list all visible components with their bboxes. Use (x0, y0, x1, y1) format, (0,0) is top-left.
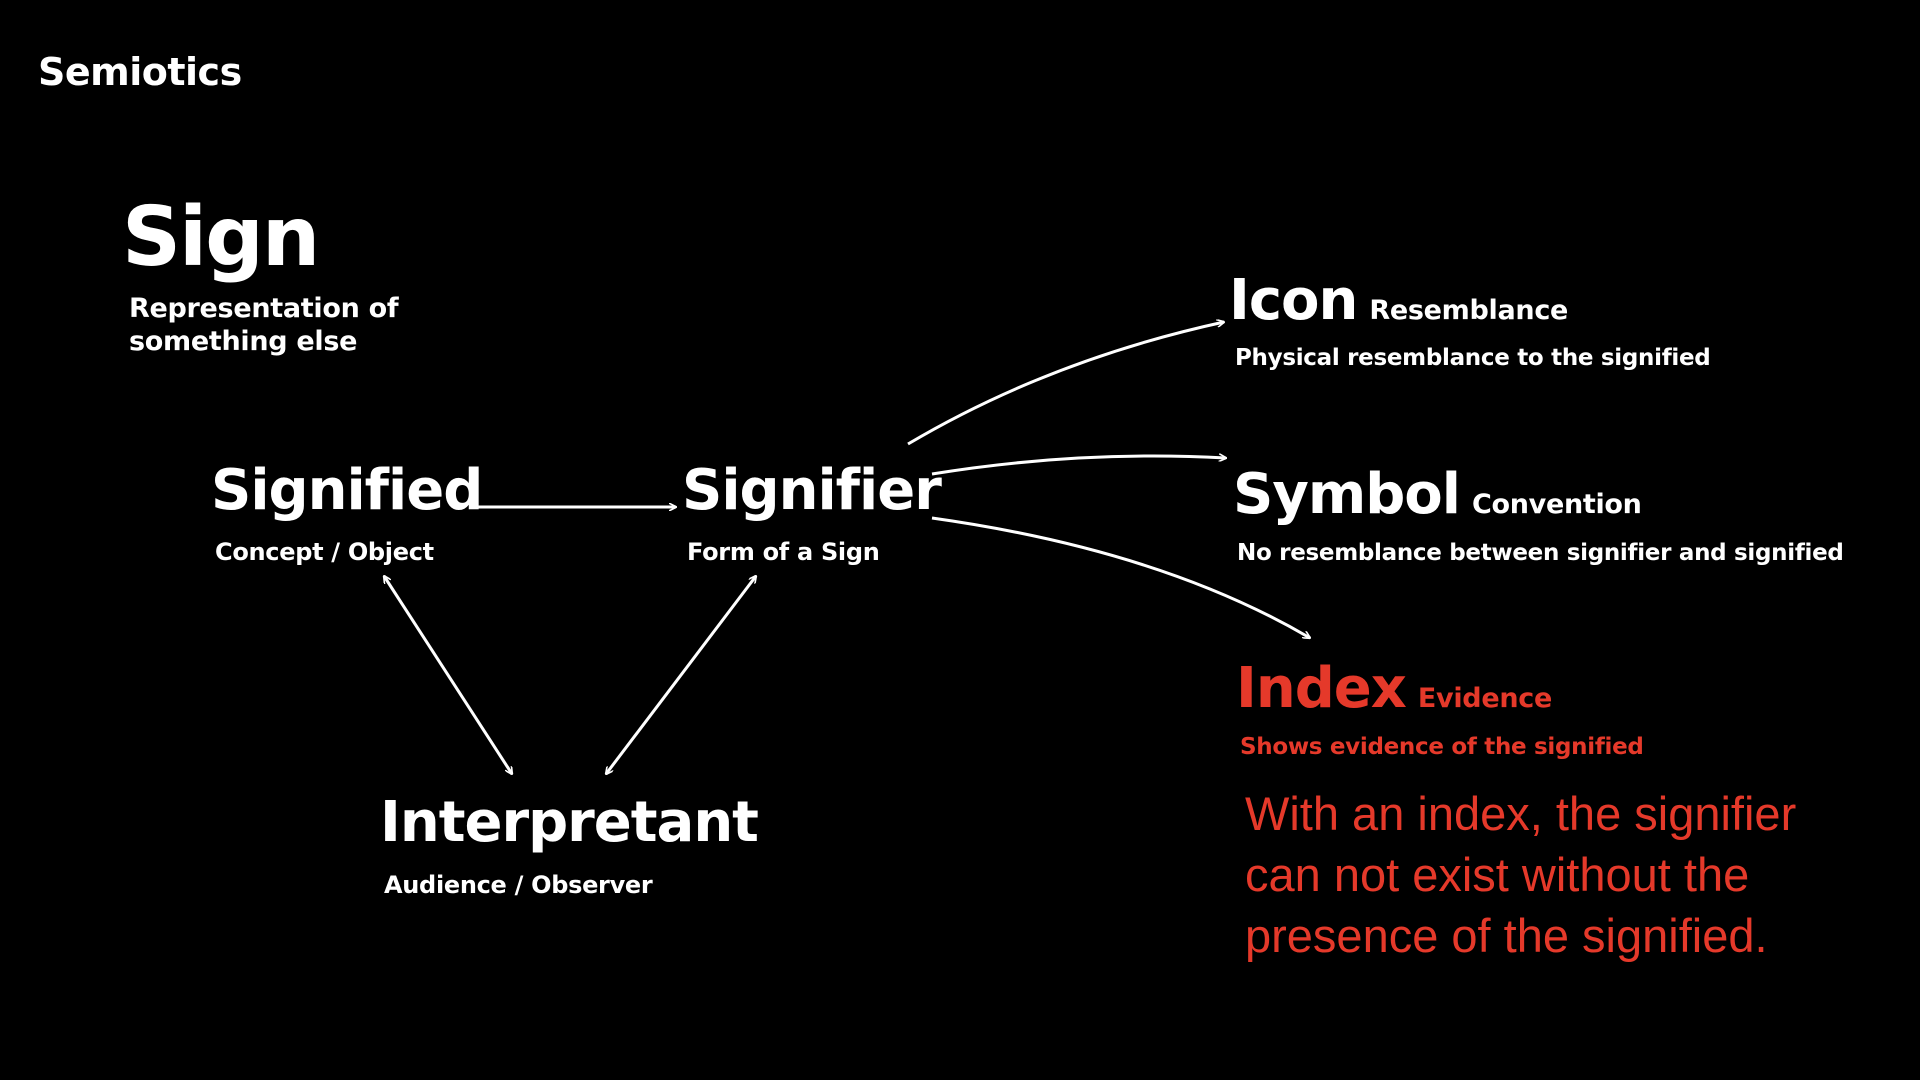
sign-heading: Sign (122, 190, 320, 285)
arrow-signifier-to-symbol (931, 456, 1226, 476)
arrow-signifier-interpretant (606, 576, 756, 774)
index-type-heading: Index Evidence (1236, 656, 1552, 721)
signifier-title: Signifier (682, 458, 942, 523)
icon-type-heading: Icon Resemblance (1229, 268, 1568, 333)
icon-type-tag: Resemblance (1369, 295, 1569, 326)
arrow-signified-interpretant (384, 576, 512, 774)
interpretant-title: Interpretant (380, 790, 759, 855)
signified-subtitle: Concept / Object (215, 538, 434, 566)
index-type-description: Shows evidence of the signified (1240, 734, 1644, 760)
index-type-tag: Evidence (1417, 683, 1552, 714)
symbol-type-heading: Symbol Convention (1233, 462, 1642, 527)
symbol-type-tag: Convention (1471, 489, 1642, 520)
sign-description: Representation of something else (129, 293, 399, 357)
icon-type-title: Icon (1229, 268, 1358, 333)
index-type-title: Index (1236, 656, 1407, 721)
icon-type-description: Physical resemblance to the signified (1235, 345, 1711, 371)
symbol-type-title: Symbol (1233, 462, 1461, 527)
index-note: With an index, the signifier can not exi… (1245, 787, 1797, 962)
arrow-signifier-to-index (931, 516, 1310, 638)
slide-title: Semiotics (38, 50, 242, 94)
signifier-subtitle: Form of a Sign (687, 538, 880, 566)
symbol-type-description: No resemblance between signifier and sig… (1237, 540, 1844, 566)
arrow-signifier-to-icon (907, 322, 1224, 446)
signified-title: Signified (211, 458, 483, 523)
interpretant-subtitle: Audience / Observer (384, 871, 653, 899)
